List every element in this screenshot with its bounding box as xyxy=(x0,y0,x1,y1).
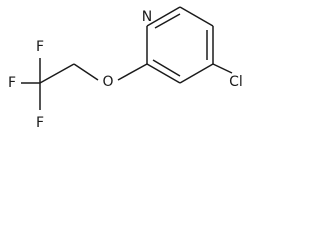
bond-c2-o1 xyxy=(117,63,148,81)
chlorine-atom-label: Cl xyxy=(229,74,243,90)
molecule-drawing: N O Cl F F F xyxy=(8,6,243,131)
fluorine-atom-label-left: F xyxy=(8,75,16,91)
bond-c5-c6 xyxy=(179,6,214,27)
chemical-structure-canvas: N O Cl F F F xyxy=(0,0,260,132)
oxygen-atom-label: O xyxy=(102,74,113,90)
fluorine-atom-label-bottom: F xyxy=(36,115,44,131)
bond-c2-c3-inner xyxy=(152,59,181,77)
bond-c3-c4 xyxy=(179,63,214,84)
bond-c6-n1-inner xyxy=(154,13,181,29)
bond-c2-c3 xyxy=(146,63,181,84)
bond-ch2-cf3 xyxy=(39,63,75,84)
bond-o1-ch2 xyxy=(73,63,99,81)
bond-c4-cl1 xyxy=(212,63,233,74)
bond-c6-n1 xyxy=(146,6,181,27)
nitrogen-atom-label: N xyxy=(142,9,152,25)
fluorine-atom-label-top: F xyxy=(36,39,44,55)
